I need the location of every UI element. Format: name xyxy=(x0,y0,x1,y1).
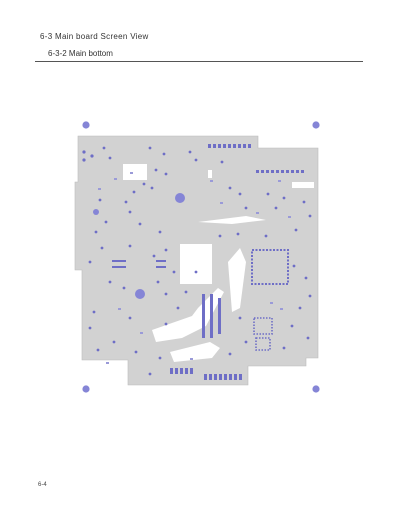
ic-footprint-left xyxy=(112,260,166,268)
smd-pads-small xyxy=(98,172,291,364)
cutout-right xyxy=(228,248,246,312)
heading-divider xyxy=(35,61,363,62)
pad-large-3 xyxy=(93,209,99,215)
connector-bottom xyxy=(170,368,242,380)
cutout-strip xyxy=(292,182,314,188)
subsection-heading: 6-3-2 Main bottom xyxy=(48,49,113,58)
cutout-center xyxy=(180,244,212,284)
ic-footprint-tall xyxy=(202,294,221,338)
page-number: 6-4 xyxy=(38,482,47,488)
section-heading: 6-3 Main board Screen View xyxy=(40,32,149,41)
cutout-trace-area xyxy=(152,288,224,342)
connector-right-top xyxy=(256,170,304,173)
cutout-small xyxy=(208,170,212,178)
mounting-hole-top-left xyxy=(82,121,90,129)
mounting-hole-bottom-right xyxy=(312,385,320,393)
connector-top xyxy=(208,144,251,148)
cutout-diagonal xyxy=(198,216,266,224)
pad-large-2 xyxy=(135,289,145,299)
pad-large-1 xyxy=(175,193,185,203)
mounting-hole-bottom-left xyxy=(82,385,90,393)
ic-footprint-lower-right xyxy=(253,317,273,351)
ic-footprint-right xyxy=(251,249,289,285)
cutout-left xyxy=(123,164,147,180)
mounting-hole-top-right xyxy=(312,121,320,129)
cutout-trace-area-2 xyxy=(170,342,220,362)
pcb-bottom-view xyxy=(74,121,320,393)
smd-pads xyxy=(82,146,312,376)
